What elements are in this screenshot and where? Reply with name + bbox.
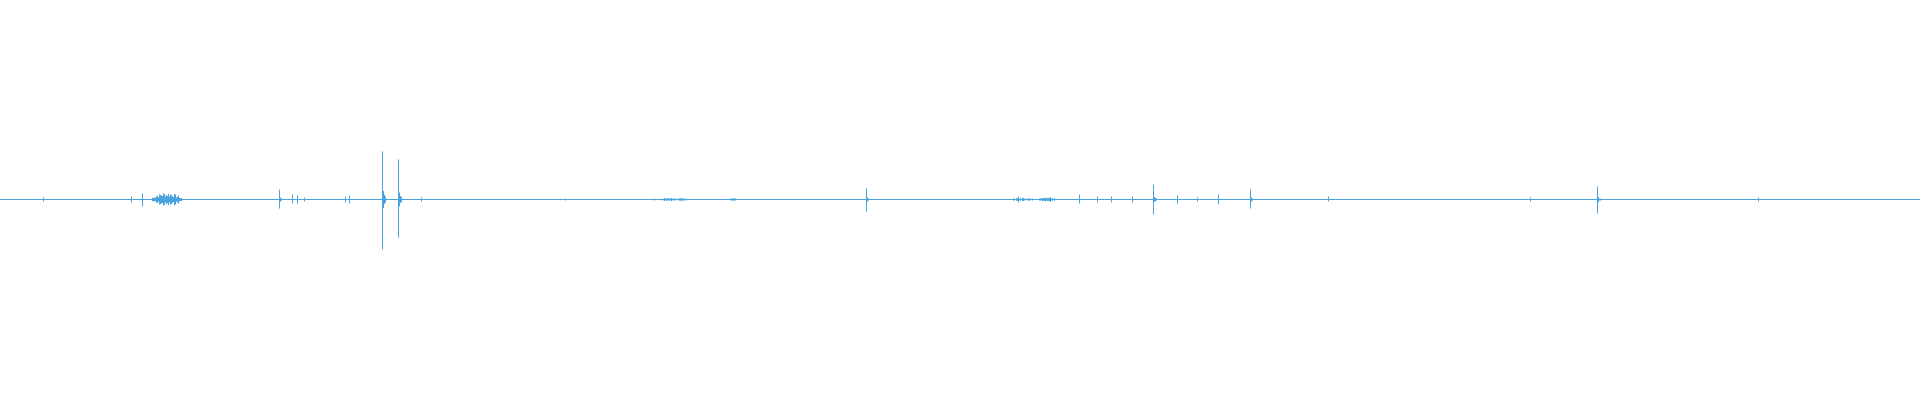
waveform-cluster (1039, 197, 1057, 202)
waveform-cluster (152, 193, 182, 206)
waveform-cluster (728, 198, 742, 201)
waveform-clusters (152, 193, 1057, 206)
waveform-cluster (1008, 198, 1038, 201)
waveform-cluster (651, 198, 694, 201)
waveform-spikes (43, 151, 1759, 250)
waveform-cluster (557, 198, 577, 201)
